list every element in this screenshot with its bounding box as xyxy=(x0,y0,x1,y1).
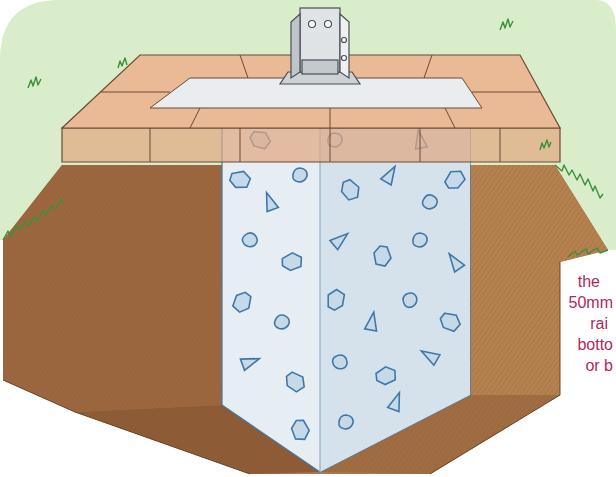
post-anchor xyxy=(280,8,360,84)
note-fragment: botto xyxy=(577,335,613,355)
note-fragment: or b xyxy=(585,356,613,376)
grass-tufts xyxy=(3,19,608,257)
concrete-footing xyxy=(222,110,470,472)
note-fragment: the xyxy=(578,272,600,292)
brick-surround xyxy=(62,55,560,162)
note-fragment: 50mm xyxy=(569,293,613,313)
note-fragment: rai xyxy=(590,314,608,334)
